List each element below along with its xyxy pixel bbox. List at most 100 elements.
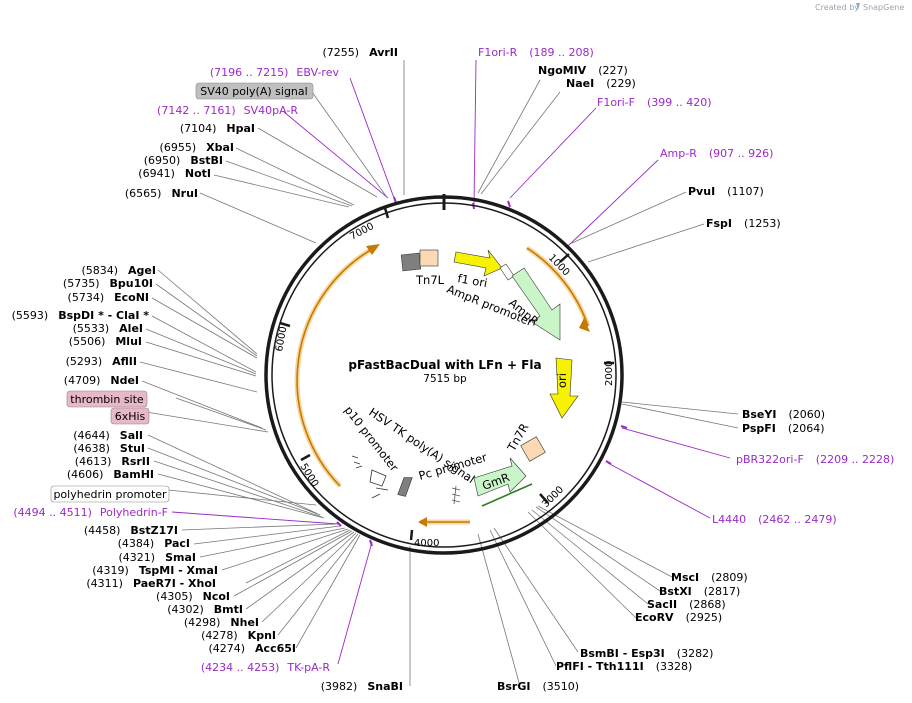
site-labels-right: NgoMIV(227) NaeI(229) PvuI(1107) FspI(12… bbox=[497, 64, 825, 693]
svg-text:(4298)NheI: (4298)NheI bbox=[184, 616, 259, 629]
svg-text:(4458)BstZ17I: (4458)BstZ17I bbox=[84, 524, 178, 537]
site-bmti: BmtI bbox=[214, 603, 243, 616]
site-pvui: PvuI bbox=[688, 185, 715, 198]
site-bspdi-clai: BspDI * - ClaI * bbox=[58, 309, 149, 322]
plasmid-name: pFastBacDual with LFn + Fla bbox=[348, 358, 541, 372]
site-smai: SmaI bbox=[165, 551, 196, 564]
f1ori-arrow bbox=[453, 249, 503, 277]
primer-tk-pa-r: TK-pA-R bbox=[286, 661, 330, 674]
site-naei: NaeI bbox=[566, 77, 594, 90]
svg-text:(4278)KpnI: (4278) KpnI bbox=[201, 629, 276, 642]
position-ticks bbox=[279, 207, 614, 541]
primer-labels: F1ori-R(189 .. 208) F1ori-F(399 .. 420) … bbox=[13, 46, 894, 674]
site-snabi: SnaBI bbox=[367, 680, 403, 693]
hsv-tk-block bbox=[397, 477, 413, 497]
tick-4000: 4000 bbox=[414, 538, 439, 549]
site-tspmi-xmai-pos: (4319) bbox=[92, 564, 129, 577]
feature-f1-ori: f1 ori bbox=[456, 271, 488, 290]
site-avrii-pos: (7255) bbox=[323, 46, 360, 59]
svg-text:(5293)AflII: (5293)AflII bbox=[66, 355, 137, 368]
tn7r-block bbox=[520, 436, 546, 462]
svg-text:(5735)Bpu10I: (5735)Bpu10I bbox=[63, 277, 153, 290]
svg-text:(4613)RsrII: (4613)RsrII bbox=[75, 455, 150, 468]
site-nhei: NheI bbox=[230, 616, 259, 629]
site-fspi: FspI bbox=[706, 217, 732, 230]
svg-text:(4302)BmtI: (4302)BmtI bbox=[167, 603, 243, 616]
primer-leader-lines bbox=[171, 59, 731, 665]
site-agei: AgeI bbox=[128, 264, 156, 277]
site-bstbi-pos: (6950) bbox=[144, 154, 181, 167]
site-bamhi-pos: (4606) bbox=[67, 468, 104, 481]
primer-f1ori-f: F1ori-F bbox=[597, 96, 635, 109]
svg-text:BsmBI - Esp3I(3282): BsmBI - Esp3I(3282) bbox=[580, 647, 713, 660]
site-acc65i-pos: (4274) bbox=[208, 642, 245, 655]
site-ncoi: NcoI bbox=[203, 590, 230, 603]
site-xbai: XbaI bbox=[206, 141, 234, 154]
credit-prefix: Created by bbox=[815, 3, 859, 12]
box-6xhis bbox=[110, 407, 150, 425]
svg-text:(7196 .. 7215)EBV-rev: (7196 .. 7215)EBV-rev bbox=[210, 66, 340, 79]
svg-text:(4384)PacI: (4384)PacI bbox=[118, 537, 190, 550]
svg-text:(6941)NotI: (6941)NotI bbox=[138, 167, 211, 180]
site-aflii-pos: (5293) bbox=[66, 355, 103, 368]
site-nrui: NruI bbox=[171, 187, 198, 200]
svg-text:pBR322ori-F(2209 .. 2228): pBR322ori-F(2209 .. 2228) bbox=[736, 453, 894, 466]
site-avrii: AvrII bbox=[369, 46, 398, 59]
site-leader-lines bbox=[139, 60, 739, 687]
primer-l4440-range: (2462 .. 2479) bbox=[758, 513, 837, 526]
orange-arcs bbox=[294, 244, 591, 527]
feature-ori: ori bbox=[555, 373, 569, 388]
svg-text:NaeI(229): NaeI(229) bbox=[566, 77, 636, 90]
site-bsrgi-pos: (3510) bbox=[542, 680, 579, 693]
site-bspdi-clai-pos: (5593) bbox=[12, 309, 49, 322]
primer-l4440: L4440 bbox=[712, 513, 746, 526]
site-alei: AleI bbox=[119, 322, 143, 335]
site-bsmbi-esp3i-pos: (3282) bbox=[677, 647, 714, 660]
site-ndei-pos: (4709) bbox=[64, 374, 101, 387]
site-kpni-pos: (4278) bbox=[201, 629, 238, 642]
site-labels-left: (7255) AvrII (3982)SnaBI (7104)HpaI (6955… bbox=[12, 46, 403, 693]
box-polyhedrin-promoter bbox=[50, 485, 170, 503]
primer-sv40pa-r-range: (7142 .. 7161) bbox=[157, 104, 236, 117]
svg-text:F1ori-R(189 .. 208): F1ori-R(189 .. 208) bbox=[478, 46, 594, 59]
site-mlui-pos: (5506) bbox=[69, 335, 106, 348]
svg-text:(7104)HpaI: (7104)HpaI bbox=[180, 122, 255, 135]
site-pvui-pos: (1107) bbox=[727, 185, 764, 198]
site-sali-pos: (4644) bbox=[73, 429, 110, 442]
site-hpai-pos: (7104) bbox=[180, 122, 217, 135]
site-pflfi-tth111i-pos: (3328) bbox=[656, 660, 693, 673]
boxed-6xhis: 6xHis bbox=[115, 410, 146, 423]
site-kpni: KpnI bbox=[248, 629, 276, 642]
svg-text:PvuI(1107): PvuI (1107) bbox=[688, 185, 764, 198]
site-stui-pos: (4638) bbox=[73, 442, 110, 455]
grey-feature-block bbox=[400, 252, 422, 272]
plasmid-title-block: pFastBacDual with LFn + Fla 7515 bp bbox=[348, 358, 541, 385]
site-sali: SalI bbox=[120, 429, 143, 442]
svg-text:PflFI - Tth111I(3328): PflFI - Tth111I(3328) bbox=[556, 660, 692, 673]
svg-text:(6950)BstBI: (6950) BstBI bbox=[144, 154, 223, 167]
site-bstbi: BstBI bbox=[190, 154, 223, 167]
plasmid-backbone bbox=[264, 194, 624, 555]
site-bamhi: BamHI bbox=[113, 468, 154, 481]
box-sv40-polya bbox=[195, 82, 314, 100]
feature-gmr: GmR bbox=[480, 470, 511, 493]
svg-text:(5506)MluI: (5506)MluI bbox=[69, 335, 142, 348]
svg-text:(3982)SnaBI: (3982)SnaBI bbox=[321, 680, 403, 693]
svg-text:(6955)XbaI: (6955)XbaI bbox=[160, 141, 234, 154]
svg-text:(4311)PaeR7I - XhoI: (4311)PaeR7I - XhoI bbox=[86, 577, 216, 590]
primer-ebv-rev: EBV-rev bbox=[296, 66, 339, 79]
tn7l-block bbox=[419, 249, 439, 267]
site-agei-pos: (5834) bbox=[81, 264, 118, 277]
site-sacii-pos: (2868) bbox=[689, 598, 726, 611]
primer-tk-pa-r-range: (4234 .. 4253) bbox=[201, 661, 280, 674]
tick-5000: 5000 bbox=[297, 462, 320, 489]
site-paer7i-xhoi: PaeR7I - XhoI bbox=[133, 577, 216, 590]
boxed-feature-labels: SV40 poly(A) signal thrombin site 6xHis … bbox=[50, 82, 314, 503]
site-pspfi-pos: (2064) bbox=[788, 422, 825, 435]
svg-text:(4606)BamHI: (4606) BamHI bbox=[67, 468, 154, 481]
site-msci-pos: (2809) bbox=[711, 571, 748, 584]
p10-promoter-glyph bbox=[351, 455, 389, 499]
site-smai-pos: (4321) bbox=[119, 551, 156, 564]
svg-text:BseYI(2060): BseYI(2060) bbox=[742, 408, 825, 421]
